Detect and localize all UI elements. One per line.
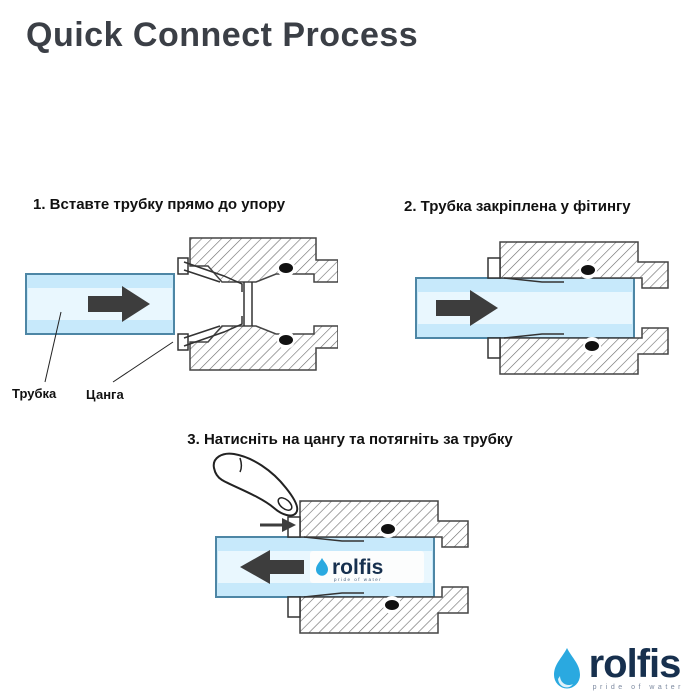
collet: [177, 257, 253, 351]
step-3-diagram: rolfis pride of water: [212, 452, 469, 634]
water-drop-icon: [316, 558, 328, 576]
fitting-body-top: [189, 237, 338, 283]
step-1-heading: 1. Вставте трубку прямо до упору: [33, 196, 286, 213]
step-1-diagram: [25, 237, 338, 371]
fitting-body-bottom: [499, 327, 669, 375]
label-leader-lines: [44, 311, 174, 383]
fitting-body-bottom: [299, 586, 469, 634]
press-arrow: [260, 518, 296, 532]
brand-logo: rolfis pride of water: [550, 642, 684, 692]
o-ring: [379, 520, 401, 614]
water-drop-icon: [553, 648, 580, 689]
pull-arrow: [240, 550, 304, 584]
step-2-diagram: [415, 241, 669, 375]
fitting-body-bottom: [189, 325, 338, 371]
o-ring: [579, 261, 601, 355]
insert-arrow: [88, 286, 150, 322]
page-title: Quick Connect Process: [26, 16, 419, 54]
o-ring: [277, 259, 295, 349]
step-2-heading: 2. Трубка закріплена у фітингу: [404, 198, 631, 215]
label-tube: Трубка: [12, 386, 57, 401]
collet: [487, 257, 564, 359]
tube-watermark-brand: rolfis: [332, 556, 383, 579]
finger-press: [212, 452, 299, 517]
tube-watermark: rolfis pride of water: [310, 551, 424, 583]
insert-arrow: [436, 290, 498, 326]
step-3-heading: 3. Натисніть на цангу та потягніть за тр…: [187, 431, 513, 448]
brand-name: rolfis: [588, 642, 682, 686]
brand-logo-text: rolfis pride of water: [588, 642, 684, 691]
tube-watermark-tagline: pride of water: [334, 577, 382, 582]
brand-tagline: pride of water: [592, 684, 684, 691]
collet: [287, 516, 364, 618]
label-collet: Цанга: [86, 387, 124, 402]
